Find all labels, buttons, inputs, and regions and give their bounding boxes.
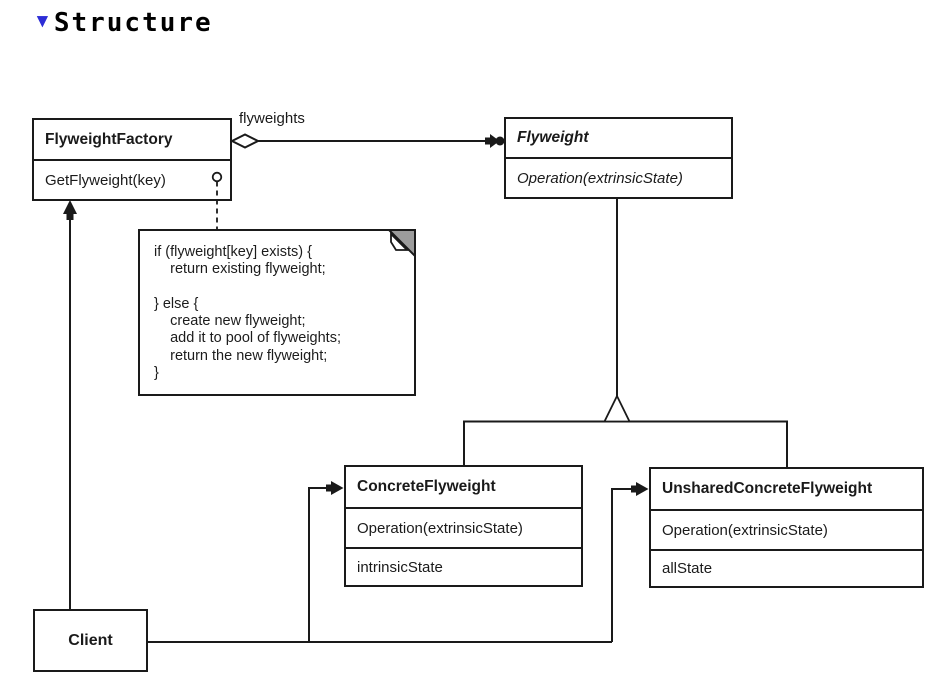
arrowhead-icon: [63, 200, 77, 214]
aggregation-diamond-icon: [229, 133, 261, 149]
class-name: Client: [68, 631, 113, 649]
aggregation-role-label: flyweights: [239, 110, 305, 127]
class-attribute: intrinsicState: [346, 547, 581, 585]
client-to-factory-link: [63, 200, 77, 610]
inheritance-link: [463, 199, 788, 468]
class-method: Operation(extrinsicState): [506, 157, 731, 197]
uml-note: if (flyweight[key] exists) { return exis…: [138, 229, 416, 396]
section-title: Structure: [53, 8, 213, 38]
class-attribute: allState: [651, 549, 922, 586]
note-code: if (flyweight[key] exists) { return exis…: [154, 244, 341, 382]
navigability-arrow-icon: [490, 134, 500, 148]
collapse-triangle-icon[interactable]: ▼: [33, 11, 52, 32]
inheritance-triangle-icon: [603, 393, 631, 423]
class-box-flyweight: Flyweight Operation(extrinsicState): [504, 117, 733, 199]
aggregation-link-flyweights: [229, 133, 505, 149]
class-name: FlyweightFactory: [45, 130, 173, 148]
arrowhead-icon: [636, 482, 649, 496]
class-method: Operation(extrinsicState): [651, 509, 922, 549]
class-method: Operation(extrinsicState): [346, 507, 581, 547]
class-name: UnsharedConcreteFlyweight: [662, 480, 873, 497]
class-box-unshared-concrete-flyweight: UnsharedConcreteFlyweight Operation(extr…: [649, 467, 924, 588]
class-name: ConcreteFlyweight: [357, 478, 496, 495]
class-box-concrete-flyweight: ConcreteFlyweight Operation(extrinsicSta…: [344, 465, 583, 587]
class-box-flyweight-factory: FlyweightFactory GetFlyweight(key): [32, 118, 232, 201]
arrowhead-icon: [331, 481, 344, 495]
class-box-client: Client: [33, 609, 148, 672]
class-method: GetFlyweight(key): [34, 159, 230, 199]
section-heading: ▼ Structure: [33, 10, 213, 36]
class-name: Flyweight: [517, 129, 589, 146]
